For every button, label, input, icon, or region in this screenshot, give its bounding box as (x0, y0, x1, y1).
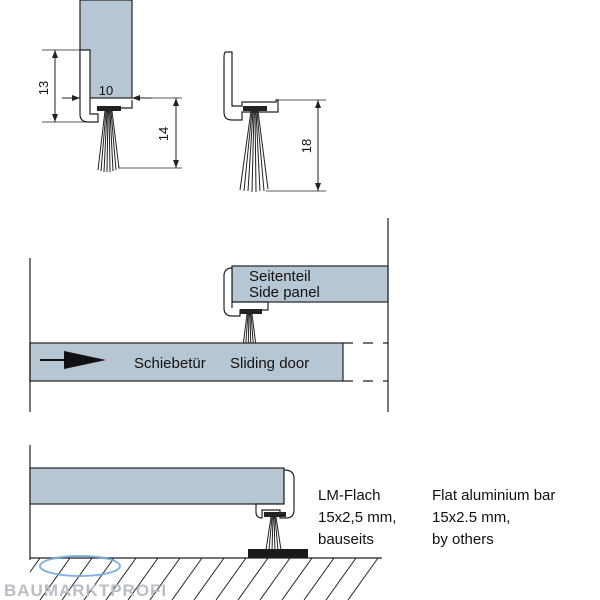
watermark-text: BAUMARKTPROFI (4, 581, 167, 600)
l-profile-top-right (223, 51, 279, 121)
side-panel-label-de: Seitenteil (249, 268, 311, 285)
watermark-logo-icon (39, 555, 121, 577)
door-panel-bottom (29, 467, 285, 505)
dim-18: 18 (299, 139, 314, 153)
profile-detail-14: 13 10 14 (36, 0, 182, 173)
floor-hatching (29, 557, 379, 600)
brush-top-right (239, 110, 269, 193)
flat-bar-label-en-1: Flat aluminium bar (432, 487, 555, 504)
dim-10: 10 (99, 83, 113, 98)
l-profile-bottom (255, 469, 295, 519)
flat-bar-label-de-2: 15x2,5 mm, (318, 509, 396, 526)
brush-holder-top-left (97, 106, 121, 111)
watermark: BAUMARKTPROFI (4, 555, 167, 600)
dim-14: 14 (156, 127, 171, 141)
brush-holder-bottom (264, 512, 286, 517)
flat-aluminium-bar (248, 549, 308, 558)
sliding-door-label-de: Schiebetür (134, 355, 206, 372)
brush-top-left (97, 110, 120, 173)
brush-holder-top-right (243, 106, 267, 111)
direction-arrow-icon (40, 351, 106, 369)
flat-bar-label-de-1: LM-Flach (318, 487, 381, 504)
brush-bottom (265, 516, 282, 552)
side-panel (231, 265, 389, 303)
sliding-door-label-en: Sliding door (230, 355, 309, 372)
brush-holder-side-panel (240, 309, 262, 314)
dim-13: 13 (36, 81, 51, 95)
flat-bar-label-de-3: bauseits (318, 531, 374, 548)
l-profile-top-left (79, 49, 99, 123)
sliding-door-section: Seitenteil Side panel Schiebetür Sliding… (29, 218, 389, 412)
profile-detail-18: 18 (223, 51, 326, 193)
floor-section: LM-Flach 15x2,5 mm, bauseits Flat alumin… (29, 445, 555, 600)
flat-bar-label-en-3: by others (432, 531, 494, 548)
flat-bar-label-en-2: 15x2.5 mm, (432, 509, 510, 526)
side-panel-label-en: Side panel (249, 284, 320, 301)
